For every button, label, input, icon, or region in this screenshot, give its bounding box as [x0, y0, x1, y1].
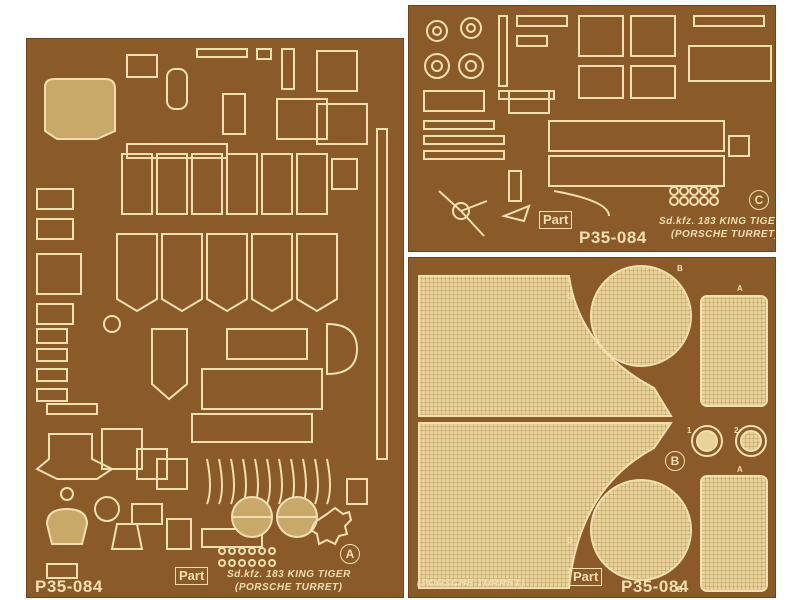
sheet-b-code: P35-084	[621, 577, 689, 596]
sheet-c-title: Sd.kfz. 183 KING TIGER	[659, 216, 776, 227]
sheet-b-subtitle: (PORSCHE TURRET)	[417, 578, 525, 589]
part-letter-d: D	[567, 536, 573, 545]
sheet-letter-badge: C	[749, 190, 769, 210]
sheet-letter-badge: A	[340, 544, 360, 564]
sheet-c-subtitle: (PORSCHE TURRET)	[671, 229, 776, 240]
part-number-1: 1	[687, 426, 692, 435]
sheet-a-code: P35-084	[35, 577, 103, 596]
sheet-c-parts	[423, 15, 772, 237]
sheet-a-title: Sd.kfz. 183 KING TIGER	[227, 569, 351, 580]
fret-sheet-b: B A C D B A 1 2 B (PORSCHE TURRET) Part …	[408, 257, 776, 598]
part-number-2: 2	[734, 426, 739, 435]
sheet-b-parts	[418, 265, 768, 592]
part-logo: Part	[569, 568, 603, 586]
sheet-c-code: P35-084	[579, 228, 647, 247]
part-letter-b-top: B	[677, 264, 683, 273]
part-letter-a-top: A	[737, 284, 743, 293]
sheet-a-parts	[35, 48, 388, 579]
sheet-letter-badge: B	[665, 451, 685, 471]
part-letter-a-bottom: A	[737, 465, 743, 474]
part-logo: Part	[539, 211, 573, 229]
fret-sheet-a: A P35-084 Part Sd.kfz. 183 KING TIGER (P…	[26, 38, 404, 598]
part-letter-b-bottom: B	[677, 585, 683, 594]
part-logo: Part	[175, 567, 209, 585]
sheet-a-subtitle: (PORSCHE TURRET)	[235, 582, 343, 593]
part-letter-c: C	[567, 292, 573, 301]
fret-sheet-c: C Part P35-084 Sd.kfz. 183 KING TIGER (P…	[408, 5, 776, 252]
